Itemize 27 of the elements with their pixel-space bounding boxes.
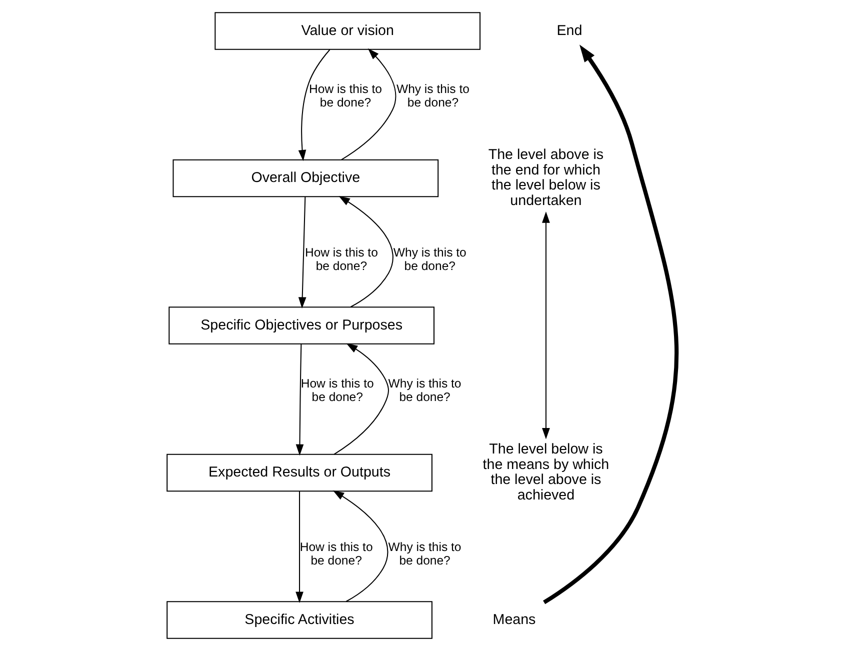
node-box: Expected Results or Outputs bbox=[166, 454, 432, 492]
edge-label: How is this to be done? bbox=[304, 246, 378, 273]
arrow bbox=[341, 48, 396, 160]
arrow bbox=[298, 196, 306, 308]
edge-label: Why is this to be done? bbox=[388, 540, 462, 568]
node-text: End bbox=[556, 22, 582, 39]
node-text: The level above is the end for which the level below is undertaken bbox=[488, 147, 604, 210]
arrow bbox=[296, 491, 304, 603]
node-box: Specific Objectives or Purposes bbox=[168, 306, 434, 344]
arrow bbox=[332, 490, 388, 602]
node-box: Specific Activities bbox=[166, 601, 432, 639]
edge-label: How is this to be done? bbox=[309, 82, 382, 110]
arrow bbox=[542, 44, 679, 604]
node-box: Value or vision bbox=[214, 12, 481, 50]
edge-label: Why is this to be done? bbox=[393, 246, 466, 273]
arrow bbox=[334, 343, 389, 455]
edge-label: How is this to be done? bbox=[300, 540, 373, 568]
node-text: Means bbox=[492, 612, 536, 628]
edge-label: How is this to be done? bbox=[300, 376, 374, 404]
node-box: Overall Objective bbox=[172, 159, 439, 198]
arrow bbox=[338, 196, 394, 308]
edge-label: Why is this to be done? bbox=[396, 82, 470, 110]
node-text: The level below is the means by which the level above is achieved bbox=[482, 442, 610, 504]
arrow bbox=[296, 344, 304, 456]
arrow bbox=[542, 212, 550, 440]
edge-label: Why is this to be done? bbox=[388, 376, 462, 404]
arrow bbox=[298, 49, 330, 162]
